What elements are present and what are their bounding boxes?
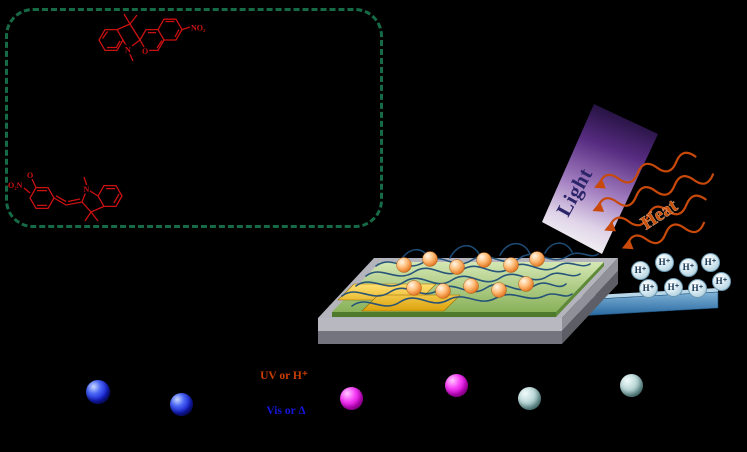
heat-label: Heat	[637, 195, 682, 234]
mc-nitro-label: O₂N	[8, 181, 23, 190]
reverse-condition-label: Vis or Δ	[266, 405, 306, 417]
active-layer-front-edge	[332, 312, 556, 317]
substrate-right-upper	[562, 258, 618, 331]
sp-nitrogen-label: N	[125, 46, 131, 55]
state-sphere-magenta	[445, 374, 468, 397]
reaction-scheme-box	[5, 8, 383, 228]
spiropyran-structure: N O NO₂	[98, 13, 206, 62]
merocyanine-structure: O₂N O N	[8, 170, 123, 222]
sp-nitro-label: NO₂	[191, 24, 206, 33]
state-sphere-teal	[518, 387, 541, 410]
proton-ion: H⁺	[712, 272, 731, 291]
substrate-right-lower	[562, 271, 618, 344]
substrate-front-lower	[318, 331, 562, 344]
forward-condition-label: UV or H⁺	[260, 370, 308, 382]
state-sphere-blue	[86, 380, 110, 404]
proton-ion: H⁺	[688, 279, 707, 298]
proton-ion: H⁺	[655, 253, 674, 272]
sp-oxygen-label: O	[142, 47, 148, 56]
proton-ion: H⁺	[701, 253, 720, 272]
active-layer-right-edge	[556, 262, 604, 317]
proton-ion: H⁺	[679, 258, 698, 277]
proton-ion: H⁺	[639, 279, 658, 298]
substrate-front-upper	[318, 318, 562, 331]
state-sphere-teal	[620, 374, 643, 397]
molecule-spheres-on-chip	[396, 251, 545, 299]
proton-ion: H⁺	[664, 278, 683, 297]
transistor-device	[318, 242, 618, 344]
polymer-nanofibers	[341, 242, 599, 307]
mc-oxygen-label: O	[27, 171, 33, 180]
state-sphere-magenta	[340, 387, 363, 410]
state-sphere-blue	[170, 393, 193, 416]
mc-nitrogen-label: N	[84, 185, 90, 194]
light-beam: Light	[542, 104, 658, 254]
proton-ion: H⁺	[631, 261, 650, 280]
